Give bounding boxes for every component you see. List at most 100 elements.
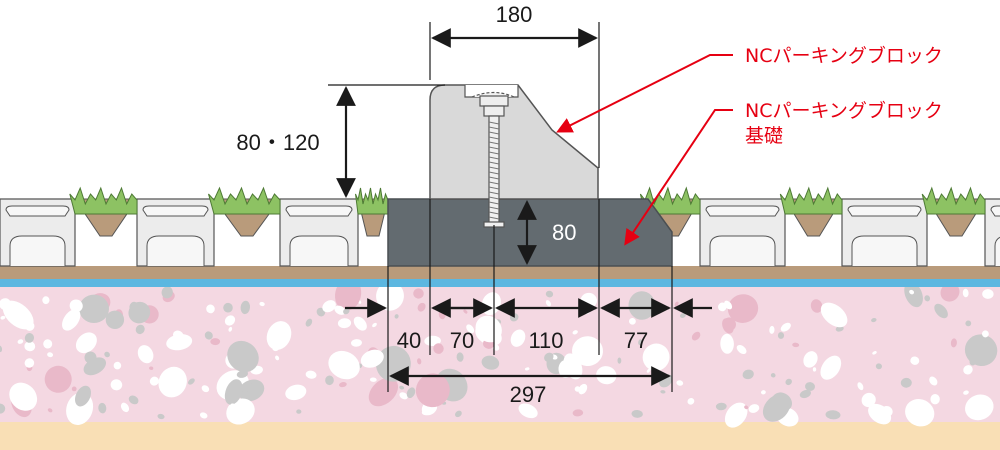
gravel-stone (47, 352, 54, 358)
gravel-stone (742, 369, 754, 380)
soil-layer (0, 266, 1000, 279)
gravel-stone (871, 318, 877, 323)
gravel-stone (772, 392, 793, 411)
gravel-stone (720, 333, 734, 354)
gravel-stone (305, 370, 317, 379)
gravel-stone (0, 315, 6, 320)
grass-pocket (69, 186, 138, 237)
gravel-stone (574, 386, 581, 392)
gravel-stone (736, 344, 747, 355)
grass-pocket (779, 186, 843, 237)
dimension-seg4-label: 77 (624, 328, 648, 353)
paving-block (699, 198, 786, 267)
gravel-stone (761, 390, 766, 395)
gravel-stone (545, 290, 554, 298)
gravel-stone (228, 326, 233, 332)
gravel-stone (805, 382, 815, 391)
gravel-stone (337, 318, 352, 329)
gravel-stone (24, 358, 35, 368)
gravel-stone (744, 405, 749, 410)
gravel-stone (780, 322, 791, 332)
grass-pocket (355, 187, 389, 237)
gravel-stone (964, 334, 998, 367)
gravel-stone (79, 294, 109, 324)
gravel-stone (965, 320, 972, 327)
callout-foundation-label-line2: 基礎 (745, 125, 783, 147)
gravel-stone (544, 352, 554, 362)
gravel-stone (424, 335, 441, 347)
paving-block (136, 198, 215, 267)
gravel-stone (0, 345, 3, 353)
grass-pocket (208, 186, 281, 237)
gravel-stone (325, 375, 334, 386)
gravel-stone (240, 300, 251, 315)
gravel-stone (0, 403, 6, 414)
gravel-stones (0, 278, 998, 428)
gravel-stone (691, 331, 701, 341)
dimension-seg3-label: 110 (528, 328, 563, 353)
dimension-total-label: 297 (510, 382, 547, 407)
gravel-stone (71, 386, 77, 392)
gravel-stone (617, 357, 622, 364)
gravel-stone (872, 351, 877, 355)
gravel-stone (328, 350, 360, 380)
dimension-top-width-label: 180 (496, 2, 533, 27)
gravel-stone (224, 315, 236, 326)
gravel-stone (353, 316, 367, 331)
base-sand-layer (0, 422, 1000, 450)
dimension-height-label: 80・120 (236, 130, 319, 155)
gravel-stone (43, 339, 53, 349)
gravel-stone (44, 365, 72, 393)
gravel-stone (717, 302, 727, 312)
gravel-stone (62, 309, 81, 331)
gravel-stone (950, 338, 957, 348)
dimension-top-width: 180 (429, 2, 600, 168)
gravel-stone (905, 398, 935, 427)
gravel-stone (24, 341, 36, 352)
gravel-stone (820, 355, 842, 380)
dimension-height: 80・120 (236, 84, 445, 198)
gravel-stone (75, 385, 91, 407)
gravel-stone (825, 410, 841, 420)
gravel-stone (748, 404, 760, 413)
gravel-stone (909, 289, 915, 295)
gravel-stone (413, 288, 424, 299)
gravel-stone (460, 393, 464, 398)
gravel-stone (868, 403, 892, 425)
gravel-stone (963, 365, 973, 375)
gravel-stone (642, 343, 670, 371)
gravel-stone (224, 379, 243, 405)
gravel-stone (812, 367, 817, 372)
anchor-bolt (464, 85, 519, 228)
gravel-stone (660, 390, 666, 394)
gravel-stone (799, 389, 812, 399)
gravel-stone (578, 383, 588, 395)
gravel-stone (206, 304, 215, 314)
gravel-stone (769, 325, 775, 334)
gravel-stone (934, 303, 948, 319)
gravel-stone (875, 363, 882, 370)
paving-block (0, 198, 76, 267)
gravel-stone (777, 332, 785, 339)
gravel-stone (965, 394, 994, 421)
gravel-stone (98, 402, 107, 414)
gravel-stone (149, 376, 159, 386)
gravel-stone (47, 408, 53, 413)
gravel-stone (638, 339, 643, 346)
gravel-stone (572, 330, 578, 335)
gravel-stone (236, 370, 249, 378)
gravel-stone (910, 356, 920, 365)
gravel-stone (835, 325, 844, 332)
gravel-stone (42, 296, 50, 305)
gravel-stone (360, 349, 384, 368)
gravel-stone (266, 321, 292, 350)
dimension-foundation-depth-label: 80 (552, 220, 576, 245)
gravel-stone (339, 382, 347, 388)
gravel-stone (157, 413, 165, 420)
gravel-stone (572, 409, 584, 417)
gravel-stone (199, 412, 208, 419)
gravel-stone (715, 402, 727, 411)
gravel-stone (24, 333, 35, 343)
gravel-stone (417, 358, 422, 365)
gravel-stone (820, 302, 848, 328)
